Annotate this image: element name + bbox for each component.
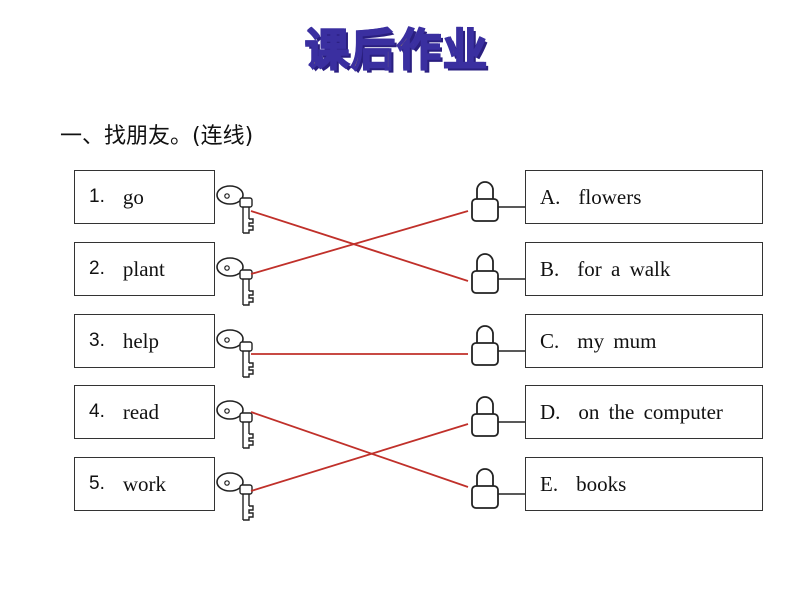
item-word: read: [122, 399, 159, 424]
item-number: 5.: [89, 473, 105, 494]
item-letter: B.: [540, 256, 560, 281]
right-item-e[interactable]: E. books: [525, 457, 763, 511]
right-item-a[interactable]: A. flowers: [525, 170, 763, 224]
match-line-4-e: [250, 411, 469, 488]
right-item-d[interactable]: D. on the computer: [525, 385, 763, 439]
item-letter: E.: [540, 471, 559, 496]
item-number: 3.: [89, 330, 105, 351]
key-icon: [216, 185, 254, 234]
lock-icon: [471, 396, 525, 437]
right-item-c[interactable]: C. my mum: [525, 314, 763, 368]
key-icon: [216, 472, 254, 521]
left-item-3[interactable]: 3. help: [74, 314, 215, 368]
key-icon: [216, 329, 254, 378]
lock-icon: [471, 181, 525, 222]
item-phrase: my mum: [577, 328, 657, 353]
match-line-2-a: [250, 210, 469, 275]
key-icon: [216, 257, 254, 306]
item-word: go: [122, 184, 144, 209]
item-number: 4.: [89, 401, 105, 422]
item-letter: D.: [540, 399, 561, 424]
item-phrase: on the computer: [578, 399, 723, 424]
item-phrase: flowers: [578, 184, 642, 209]
lock-icon: [471, 325, 525, 366]
left-item-1[interactable]: 1. go: [74, 170, 215, 224]
lock-icon: [471, 253, 525, 294]
right-item-b[interactable]: B. for a walk: [525, 242, 763, 296]
left-item-2[interactable]: 2. plant: [74, 242, 215, 296]
item-word: help: [122, 328, 160, 353]
item-word: plant: [122, 256, 165, 281]
match-line-5-d: [250, 423, 469, 492]
item-number: 1.: [89, 186, 105, 207]
key-icon: [216, 400, 254, 449]
left-item-4[interactable]: 4. read: [74, 385, 215, 439]
section-heading: 一、找朋友。(连线): [60, 124, 254, 149]
match-line-1-b: [250, 210, 469, 282]
lock-icon: [471, 468, 525, 509]
item-phrase: for a walk: [577, 256, 671, 281]
page-title: 课后作业: [304, 24, 489, 77]
item-letter: A.: [540, 184, 561, 209]
item-word: work: [122, 471, 167, 496]
left-item-5[interactable]: 5. work: [74, 457, 215, 511]
item-number: 2.: [89, 258, 105, 279]
item-phrase: books: [576, 471, 627, 496]
item-letter: C.: [540, 328, 560, 353]
